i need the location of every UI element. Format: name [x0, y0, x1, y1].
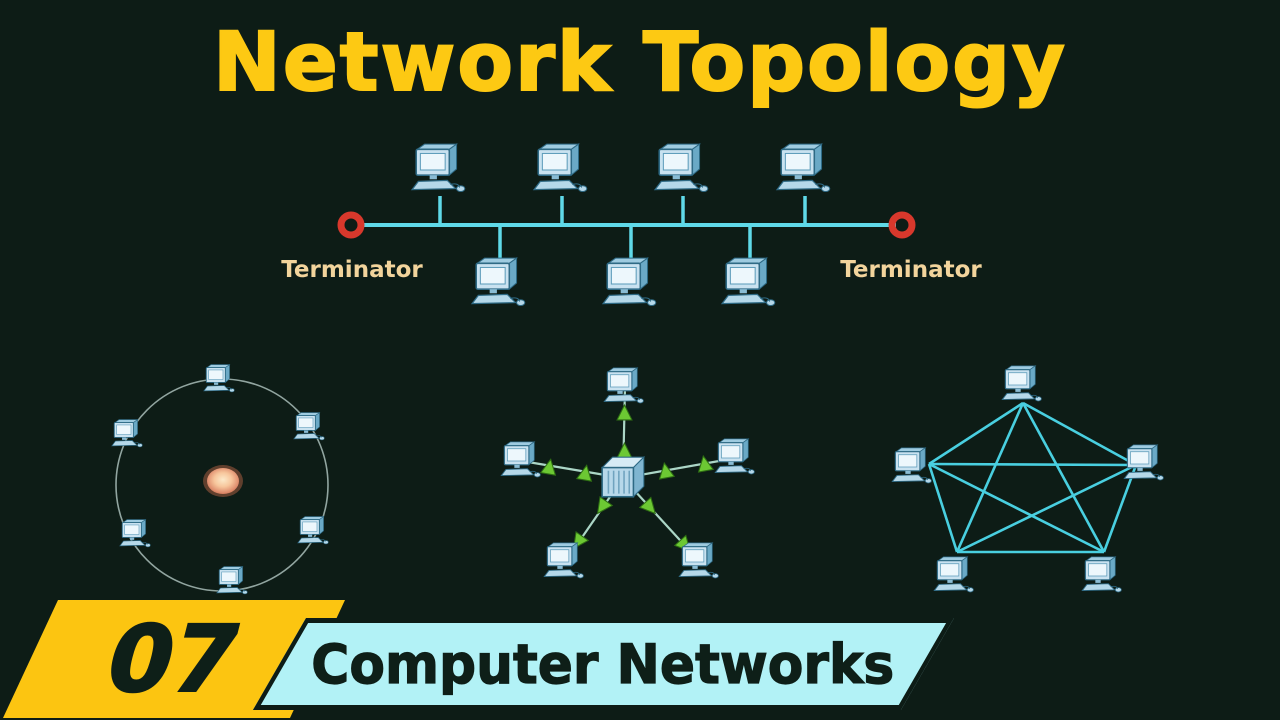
computer-icon: [297, 516, 329, 545]
computer-icon: [293, 412, 325, 441]
computer-icon: [216, 566, 248, 595]
computer-icon: [203, 364, 235, 393]
computer-icon: [602, 257, 657, 307]
mesh-topology-diagram: [891, 365, 1164, 593]
computer-icon: [891, 447, 932, 484]
bus-topology-diagram: Terminator Terminator: [281, 143, 982, 307]
star-topology-diagram: [500, 367, 755, 579]
computer-icon: [714, 438, 755, 475]
switch-icon: [601, 456, 645, 498]
terminator-right-label: Terminator: [840, 257, 982, 283]
arrow-icon: [616, 442, 633, 459]
episode-number: 07: [95, 605, 252, 714]
bus-drop-lines: [438, 196, 807, 259]
terminator-right-icon: [888, 211, 916, 239]
computer-icon: [603, 367, 644, 404]
mesh-links: [927, 401, 1138, 554]
computer-icon: [543, 542, 584, 579]
computer-icon: [654, 143, 709, 193]
computer-icon: [411, 143, 466, 193]
page-title: Network Topology: [212, 15, 1067, 111]
computer-icon: [500, 441, 541, 478]
computer-icon: [1001, 365, 1042, 402]
computer-icon: [776, 143, 831, 193]
computer-icon: [111, 419, 143, 448]
ring-topology-diagram: [111, 364, 329, 595]
computer-icon: [678, 542, 719, 579]
computer-icon: [933, 556, 974, 593]
terminator-left-icon: [337, 211, 365, 239]
computer-icon: [533, 143, 588, 193]
computer-icon: [721, 257, 776, 307]
terminator-left-label: Terminator: [281, 257, 423, 283]
arrow-icon: [590, 496, 613, 519]
computer-icon: [471, 257, 526, 307]
series-title: Computer Networks: [311, 632, 895, 696]
ring-hub-icon: [207, 468, 239, 494]
computer-icon: [119, 519, 151, 548]
arrow-icon: [616, 404, 633, 421]
computer-icon: [1123, 444, 1164, 481]
computer-icon: [1081, 556, 1122, 593]
series-title-banner: Computer Networks: [252, 618, 954, 710]
